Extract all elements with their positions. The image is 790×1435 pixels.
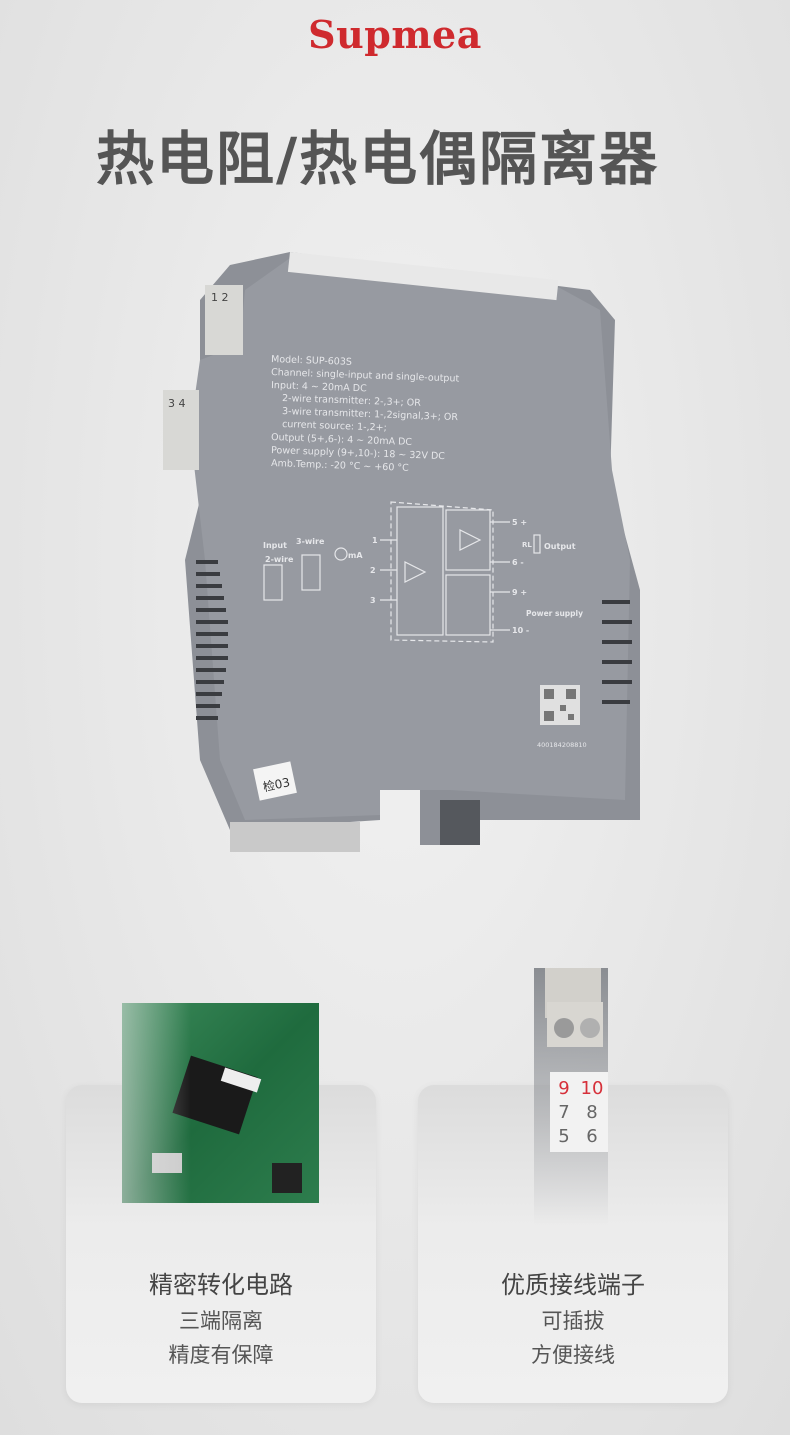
text-label: 9 + (512, 588, 527, 597)
text-label: 2 (370, 566, 376, 575)
text-label: 检03 (261, 774, 291, 794)
text-label: RL (522, 541, 532, 549)
card-line: 三端隔离 (179, 1309, 263, 1333)
text-label: Input: 4 ~ 20mA DC (271, 380, 367, 394)
circuit-board-image (122, 1003, 319, 1203)
text-label: mA (348, 551, 363, 560)
text-label: Output (5+,6-): 4 ~ 20mA DC (271, 432, 413, 448)
text-label: 2-wire transmitter: 2-,3+; OR (282, 393, 422, 409)
text-label: 8 (586, 1102, 597, 1123)
text-label: 9 (558, 1078, 569, 1099)
spec-label: Model: SUP-603S Channel: single-input an… (271, 354, 460, 474)
top-terminal-block (205, 285, 243, 355)
text-label: 10 - (512, 626, 529, 635)
vent-slots (196, 560, 632, 720)
card-line: 方便接线 (531, 1343, 615, 1367)
page-title: 热电阻/热电偶隔离器 (96, 125, 660, 193)
text-label: Model: SUP-603S (271, 354, 352, 368)
serial-number: 400184208810 (537, 741, 587, 749)
text-label: Output (544, 542, 576, 551)
isolator-device-image: 1 2 3 4 Model: SUP-603S Channel: single-… (163, 251, 640, 852)
side-terminal-block (163, 390, 199, 470)
text-label: 1 (372, 536, 378, 545)
din-rail-clip (230, 822, 360, 852)
text-label: 2-wire (265, 555, 294, 564)
wiring-diagram (263, 501, 541, 643)
top-terminal-numbers: 1 2 (211, 291, 229, 304)
card-heading: 优质接线端子 (501, 1271, 645, 1299)
card-line: 精度有保障 (168, 1343, 274, 1367)
text-label: Power supply (526, 609, 583, 618)
text-label: 5 + (512, 518, 527, 527)
card-heading: 精密转化电路 (149, 1271, 293, 1299)
text-label: Amb.Temp.: -20 °C ~ +60 °C (271, 458, 409, 474)
text-label: 7 (558, 1102, 569, 1123)
text-label: 10 (581, 1078, 604, 1099)
feature-card-circuit: 精密转化电路 三端隔离 精度有保障 (66, 1085, 376, 1403)
supmea-logo: Supmea (308, 12, 482, 57)
inspection-sticker (253, 761, 297, 801)
terminal-block-image: 9 10 7 8 5 6 (534, 968, 608, 1225)
top-light-strip (287, 251, 559, 301)
terminal-number-label (550, 1072, 608, 1152)
text-label: 3 (370, 596, 376, 605)
card-line: 可插拔 (541, 1309, 605, 1333)
text-label: 6 - (512, 558, 524, 567)
text-label: current source: 1-,2+; (282, 419, 387, 434)
text-label: 3-wire (296, 537, 325, 546)
side-terminal-numbers: 3 4 (168, 397, 186, 410)
text-label: Input (263, 541, 287, 550)
text-label: 6 (586, 1126, 597, 1147)
text-label: 5 (558, 1126, 569, 1147)
